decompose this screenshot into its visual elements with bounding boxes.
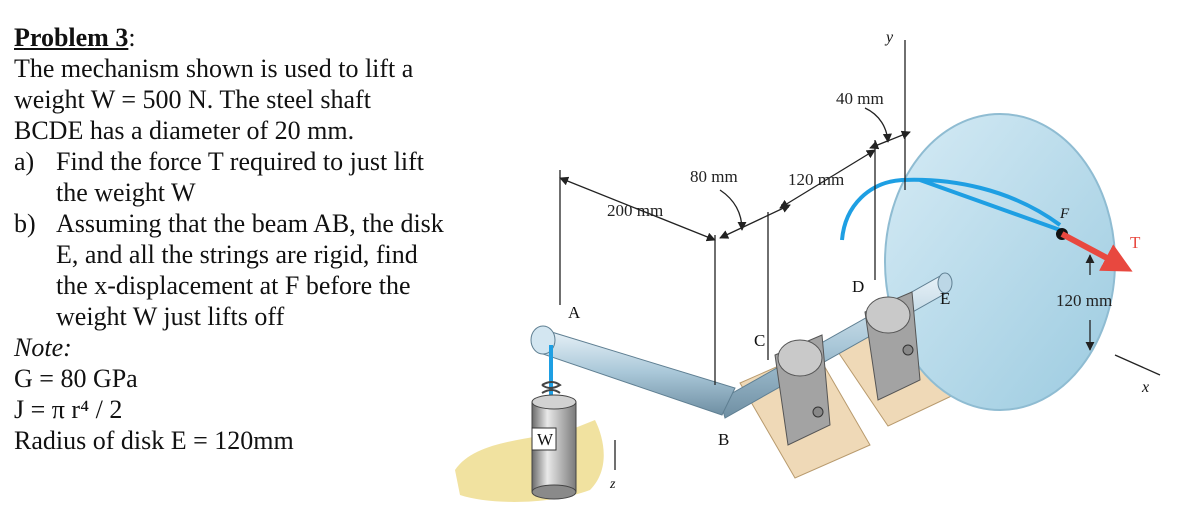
bearing-d: [864, 291, 921, 401]
problem-intro: The mechanism shown is used to lift a we…: [14, 54, 414, 145]
leader-40: [864, 107, 892, 143]
dim-label-40: 40 mm: [836, 89, 884, 108]
dim-line-120: [779, 149, 876, 209]
label-a: A: [568, 303, 581, 322]
dim-line-80: [719, 204, 791, 239]
problem-title: Problem 3: [14, 23, 129, 52]
dim-line-200: [559, 176, 716, 242]
dim-label-120: 120 mm: [788, 170, 844, 189]
bearing-c: [774, 334, 831, 446]
note-title: Note:: [14, 333, 72, 362]
ground-patch: [455, 420, 604, 502]
note-shear-modulus: G = 80 GPa: [14, 364, 138, 393]
shaft-end: [937, 272, 953, 294]
question-b-label: b): [14, 209, 36, 238]
disk-e: [884, 113, 1116, 411]
problem-title-colon: :: [128, 23, 136, 52]
dim-label-80: 80 mm: [690, 167, 738, 186]
note-disk-radius: Radius of disk E = 120mm: [14, 426, 294, 455]
label-x: x: [1141, 379, 1149, 396]
question-a-text: Find the force T required to just lift t…: [56, 147, 425, 207]
label-w: W: [537, 430, 554, 449]
dim-line-40: [869, 130, 911, 150]
leader-80: [719, 189, 747, 231]
question-b-text: Assuming that the beam AB, the disk E, a…: [56, 209, 444, 331]
axis-x: [1114, 354, 1161, 376]
label-b: B: [718, 430, 729, 449]
problem-statement: Problem 3: The mechanism shown is used t…: [14, 22, 444, 456]
string-to-f: [919, 178, 1061, 232]
label-t: T: [1130, 233, 1141, 252]
label-z: z: [609, 477, 616, 492]
force-t-arrow: [1060, 231, 1133, 272]
label-e: E: [940, 289, 950, 308]
question-b: b) Assuming that the beam AB, the disk E…: [14, 208, 444, 332]
hook: [541, 381, 562, 394]
label-y: y: [884, 29, 894, 46]
label-d: D: [852, 277, 864, 296]
dim-label-120b: 120 mm: [1056, 291, 1112, 310]
question-a-label: a): [14, 147, 35, 176]
dim-label-200: 200 mm: [607, 201, 663, 220]
question-a: a) Find the force T required to just lif…: [14, 146, 444, 208]
note-polar-moment: J = π r⁴ / 2: [14, 395, 123, 424]
label-f: F: [1059, 206, 1070, 222]
mechanism-figure: 200 mm 80 mm 120 mm 40 mm 120 mm A B C D…: [455, 29, 1161, 502]
problem-heading: Problem 3:: [14, 22, 444, 53]
weight-w: [531, 394, 577, 500]
label-c: C: [754, 331, 765, 350]
